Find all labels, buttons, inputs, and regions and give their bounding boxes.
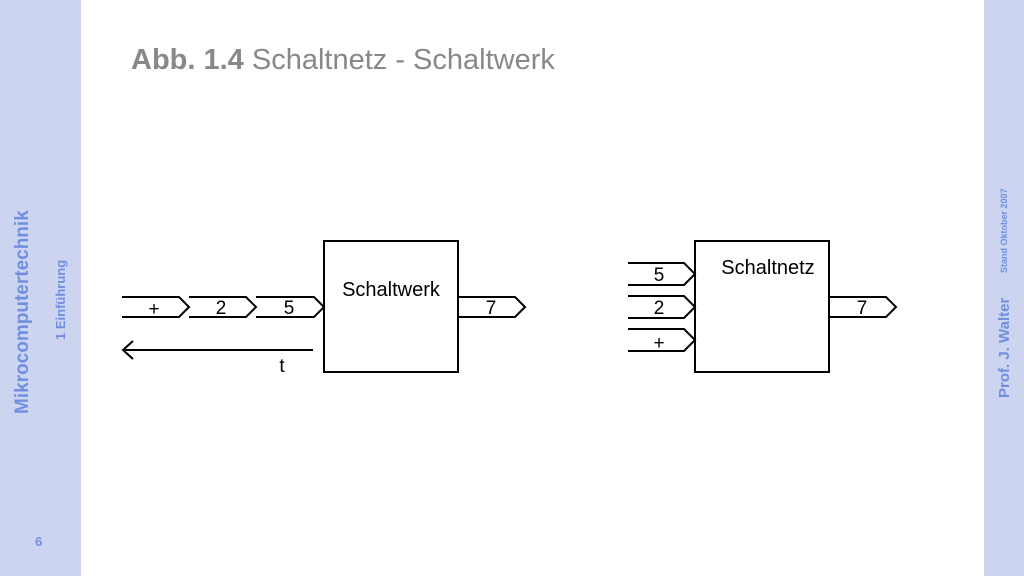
schaltnetz-output-token: [829, 296, 898, 318]
time-label: t: [279, 356, 285, 377]
schaltnetz-output-label: 7: [857, 298, 868, 319]
page-number: 6: [35, 534, 43, 549]
schaltnetz-label: Schaltnetz: [721, 257, 814, 279]
schaltnetz-input-token: [628, 328, 697, 352]
right-sidebar: [984, 0, 1024, 576]
schaltwerk-input-token: [122, 296, 191, 318]
schaltwerk-input-token: [256, 296, 326, 318]
schaltwerk-input-label: 5: [284, 298, 295, 319]
figure-title: Schaltnetz - Schaltwerk: [251, 44, 555, 76]
time-arrow-head: [121, 340, 134, 360]
schaltwerk-label: Schaltwerk: [342, 279, 441, 301]
schaltwerk-output-token: [458, 296, 527, 318]
figure-number: Abb. 1.4: [131, 44, 244, 76]
schaltwerk-input-label: +: [148, 299, 159, 320]
left-sidebar: [0, 0, 81, 576]
schaltwerk-output-label: 7: [486, 298, 497, 319]
schaltwerk-input-token: [189, 296, 258, 318]
slide-title: Abb. 1.4 Schaltnetz - Schaltwerk: [131, 44, 555, 77]
schaltnetz-input-label: 2: [654, 298, 665, 319]
schaltnetz-input-label: +: [653, 333, 664, 354]
schaltnetz-input-token: [628, 295, 697, 319]
schaltwerk-box: [323, 240, 459, 373]
schaltwerk-input-label: 2: [216, 298, 227, 319]
schaltnetz-input-label: 5: [654, 265, 665, 286]
schaltnetz-input-token: [628, 262, 697, 286]
